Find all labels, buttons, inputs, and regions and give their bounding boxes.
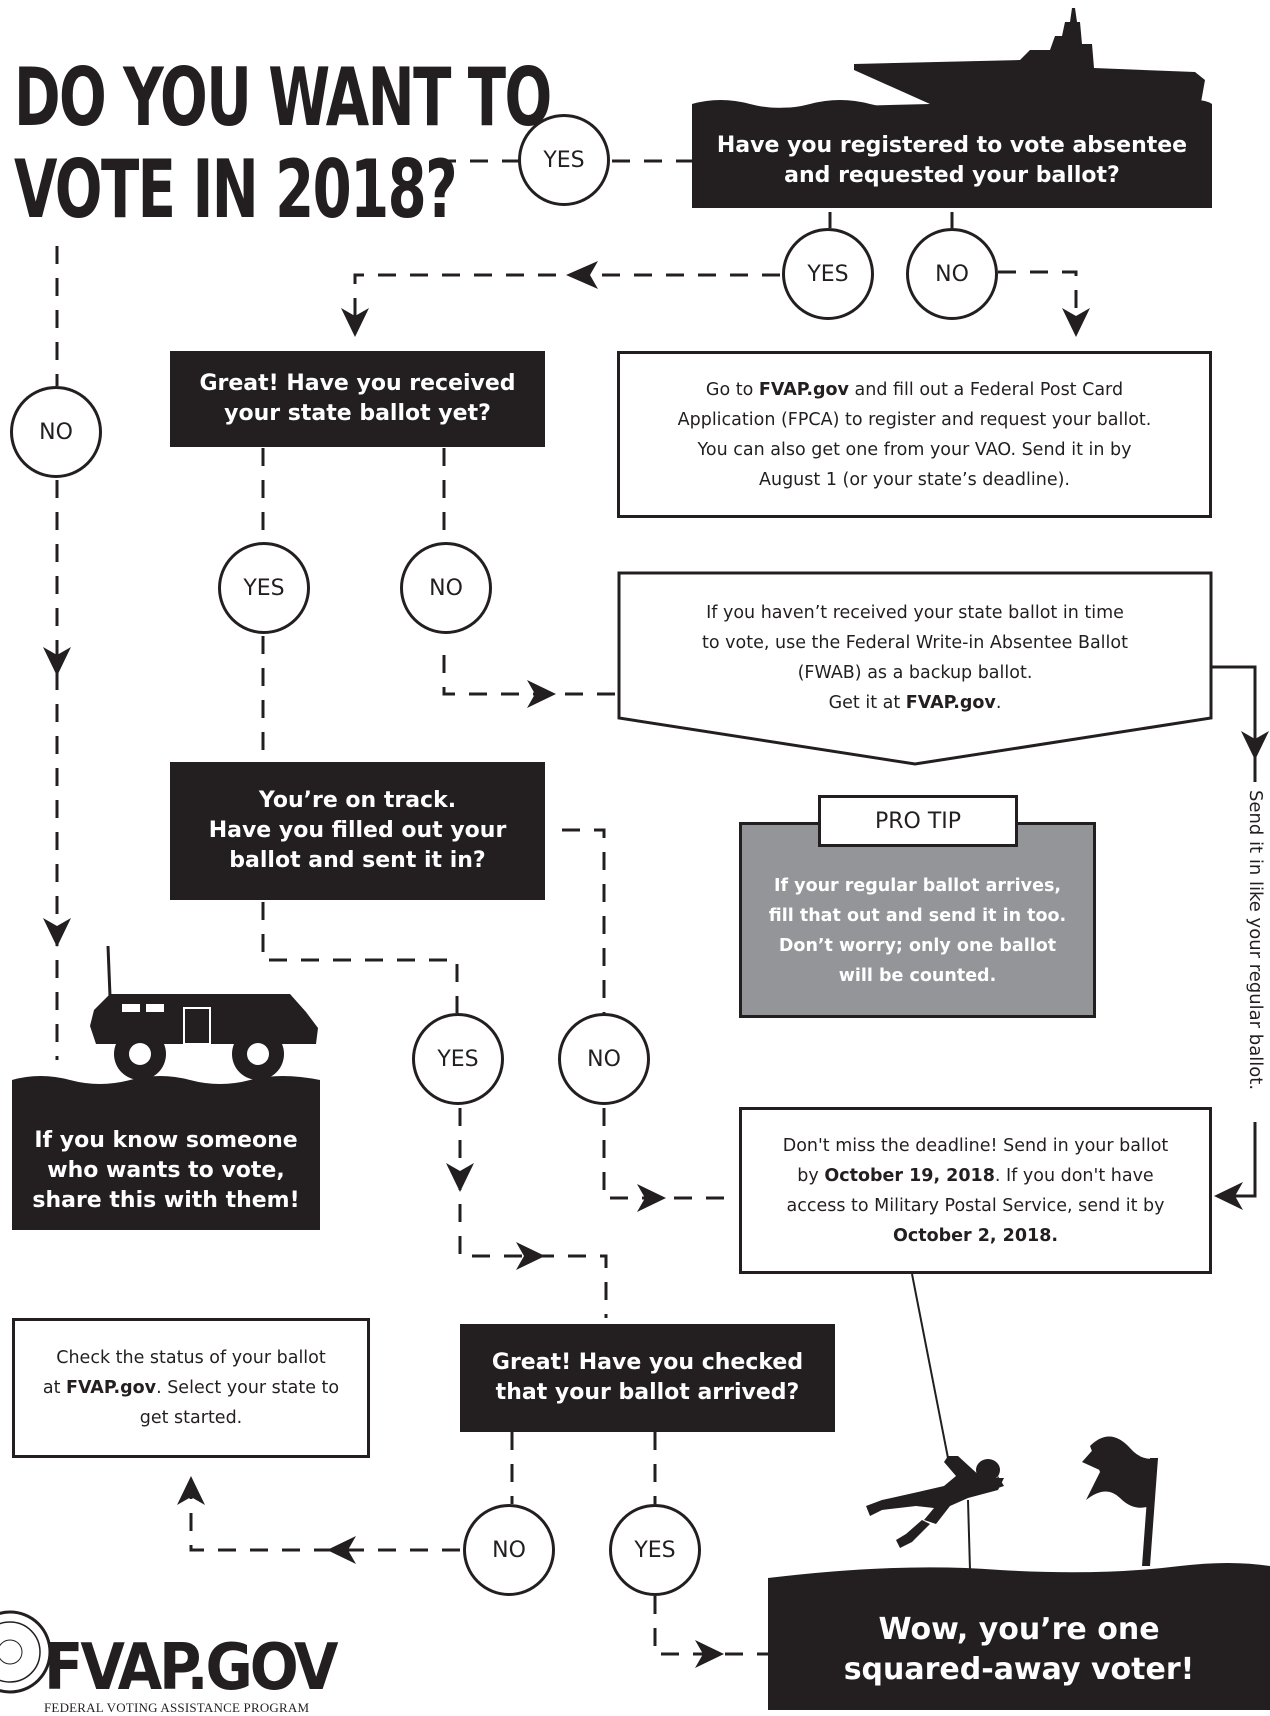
status-text: . Select your state to (156, 1378, 340, 1398)
answer-yes-arrived: YES (609, 1504, 701, 1596)
fwab-line-3: (FWAB) as a backup ballot. (797, 663, 1033, 683)
fwab-line-2: to vote, use the Federal Write-in Absent… (702, 633, 1128, 653)
answer-label: NO (39, 419, 73, 445)
fwab-link: FVAP.gov (905, 693, 996, 713)
fpca-text: and fill out a Federal Post Card (848, 379, 1124, 400)
share-line-1: If you know someone (34, 1128, 298, 1153)
received-question: Great! Have you received your state ball… (170, 351, 545, 447)
answer-label: NO (587, 1046, 621, 1072)
arrived-question: Great! Have you checked that your ballot… (460, 1324, 835, 1432)
fwab-text: . (995, 693, 1002, 713)
answer-label: NO (492, 1537, 526, 1563)
deadline-date-2: October 2, 2018. (892, 1225, 1059, 1246)
status-text: at (42, 1378, 66, 1398)
deadline-line-1: Don't miss the deadline! Send in your ba… (782, 1135, 1169, 1156)
pro-tip-line-1: If your regular ballot arrives, (773, 876, 1062, 896)
answer-label: YES (807, 261, 849, 287)
registered-line-1: Have you registered to vote absentee (716, 133, 1188, 158)
pro-tip-line-3: Don’t worry; only one ballot (778, 936, 1057, 956)
answer-label: NO (935, 261, 969, 287)
ship-icon (692, 8, 1212, 130)
deadline-line-2: by October 19, 2018. If you don't have (797, 1161, 1153, 1191)
pro-tip-line-4: will be counted. (838, 966, 997, 986)
arrived-line-2: that your ballot arrived? (495, 1380, 800, 1405)
deadline-date-1: October 19, 2018 (824, 1165, 995, 1186)
fpca-link: FVAP.gov (758, 379, 849, 400)
fpca-text: Go to (705, 379, 759, 400)
on-track-line-2: Have you filled out your (208, 818, 507, 843)
side-note: Send it in like your regular ballot. (1245, 790, 1266, 1091)
share-line-3: share this with them! (32, 1188, 300, 1213)
deadline-text: . If you don't have (994, 1165, 1154, 1186)
fvap-logo: FVAP.GOV FEDERAL VOTING ASSISTANCE PROGR… (44, 1631, 338, 1716)
deadline-box: Don't miss the deadline! Send in your ba… (739, 1107, 1212, 1274)
registered-question: Have you registered to vote absentee and… (692, 116, 1212, 206)
pro-tip-line-2: fill that out and send it in too. (768, 906, 1067, 926)
logo-name: FVAP.GOV (44, 1631, 338, 1705)
on-track-question: You’re on track. Have you filled out you… (170, 762, 545, 900)
fpca-line-3: You can also get one from your VAO. Send… (697, 439, 1132, 460)
received-line-1: Great! Have you received (199, 371, 516, 396)
fwab-text: Get it at (828, 693, 906, 713)
final-message: Wow, you’re one squared-away voter! (768, 1600, 1270, 1700)
soldier-icon (866, 1456, 1004, 1548)
fwab-line-4: Get it at FVAP.gov. (622, 688, 1208, 718)
share-line-2: who wants to vote, (47, 1158, 285, 1183)
flag-icon (1082, 1436, 1158, 1566)
fwab-instructions: If you haven’t received your state ballo… (622, 598, 1208, 718)
page-title: DO YOU WANT TO VOTE IN 2018? (14, 51, 552, 236)
answer-yes-received: YES (218, 542, 310, 634)
seal-icon (0, 1610, 52, 1694)
armored-vehicle-icon (90, 945, 318, 1080)
final-line-2: squared-away voter! (843, 1652, 1195, 1687)
arrived-line-1: Great! Have you checked (491, 1350, 804, 1375)
received-line-2: your state ballot yet? (224, 401, 491, 426)
title-line-1: DO YOU WANT TO (14, 51, 552, 144)
deadline-line-3: access to Military Postal Service, send … (786, 1195, 1165, 1216)
pro-tip-label: PRO TIP (818, 795, 1018, 847)
status-line-2: at FVAP.gov. Select your state to (43, 1373, 339, 1403)
answer-no-vote: NO (10, 386, 102, 478)
fwab-line-1: If you haven’t received your state ballo… (706, 603, 1124, 623)
answer-label: YES (437, 1046, 479, 1072)
status-box: Check the status of your ballot at FVAP.… (12, 1318, 370, 1458)
title-line-2: VOTE IN 2018? (14, 143, 458, 236)
deadline-text: by (797, 1165, 825, 1186)
answer-label: YES (634, 1537, 676, 1563)
registered-line-2: and requested your ballot? (784, 163, 1120, 188)
answer-label: YES (543, 147, 585, 173)
answer-no-received: NO (400, 542, 492, 634)
answer-yes-1: YES (518, 114, 610, 206)
on-track-line-1: You’re on track. (258, 788, 457, 813)
logo-subtitle: FEDERAL VOTING ASSISTANCE PROGRAM (44, 1700, 310, 1715)
pro-tip-box: If your regular ballot arrives, fill tha… (739, 822, 1096, 1018)
answer-label: YES (243, 575, 285, 601)
final-line-1: Wow, you’re one (878, 1612, 1160, 1647)
fpca-line-1: Go to FVAP.gov and fill out a Federal Po… (706, 375, 1123, 405)
pro-tip-label-text: PRO TIP (874, 808, 962, 834)
answer-no-sent: NO (558, 1013, 650, 1105)
status-link: FVAP.gov (66, 1378, 157, 1398)
answer-no-arrived: NO (463, 1504, 555, 1596)
fpca-line-4: August 1 (or your state’s deadline). (759, 469, 1070, 490)
on-track-line-3: ballot and sent it in? (229, 848, 486, 873)
answer-yes-sent: YES (412, 1013, 504, 1105)
status-line-1: Check the status of your ballot (56, 1348, 326, 1368)
answer-no-registered: NO (906, 228, 998, 320)
fpca-instructions: Go to FVAP.gov and fill out a Federal Po… (617, 351, 1212, 518)
share-box: If you know someone who wants to vote, s… (12, 1112, 320, 1230)
status-line-3: get started. (139, 1408, 243, 1428)
answer-label: NO (429, 575, 463, 601)
answer-yes-registered: YES (782, 228, 874, 320)
fpca-line-2: Application (FPCA) to register and reque… (677, 409, 1152, 430)
deadline-line-4: October 2, 2018. (893, 1221, 1058, 1251)
